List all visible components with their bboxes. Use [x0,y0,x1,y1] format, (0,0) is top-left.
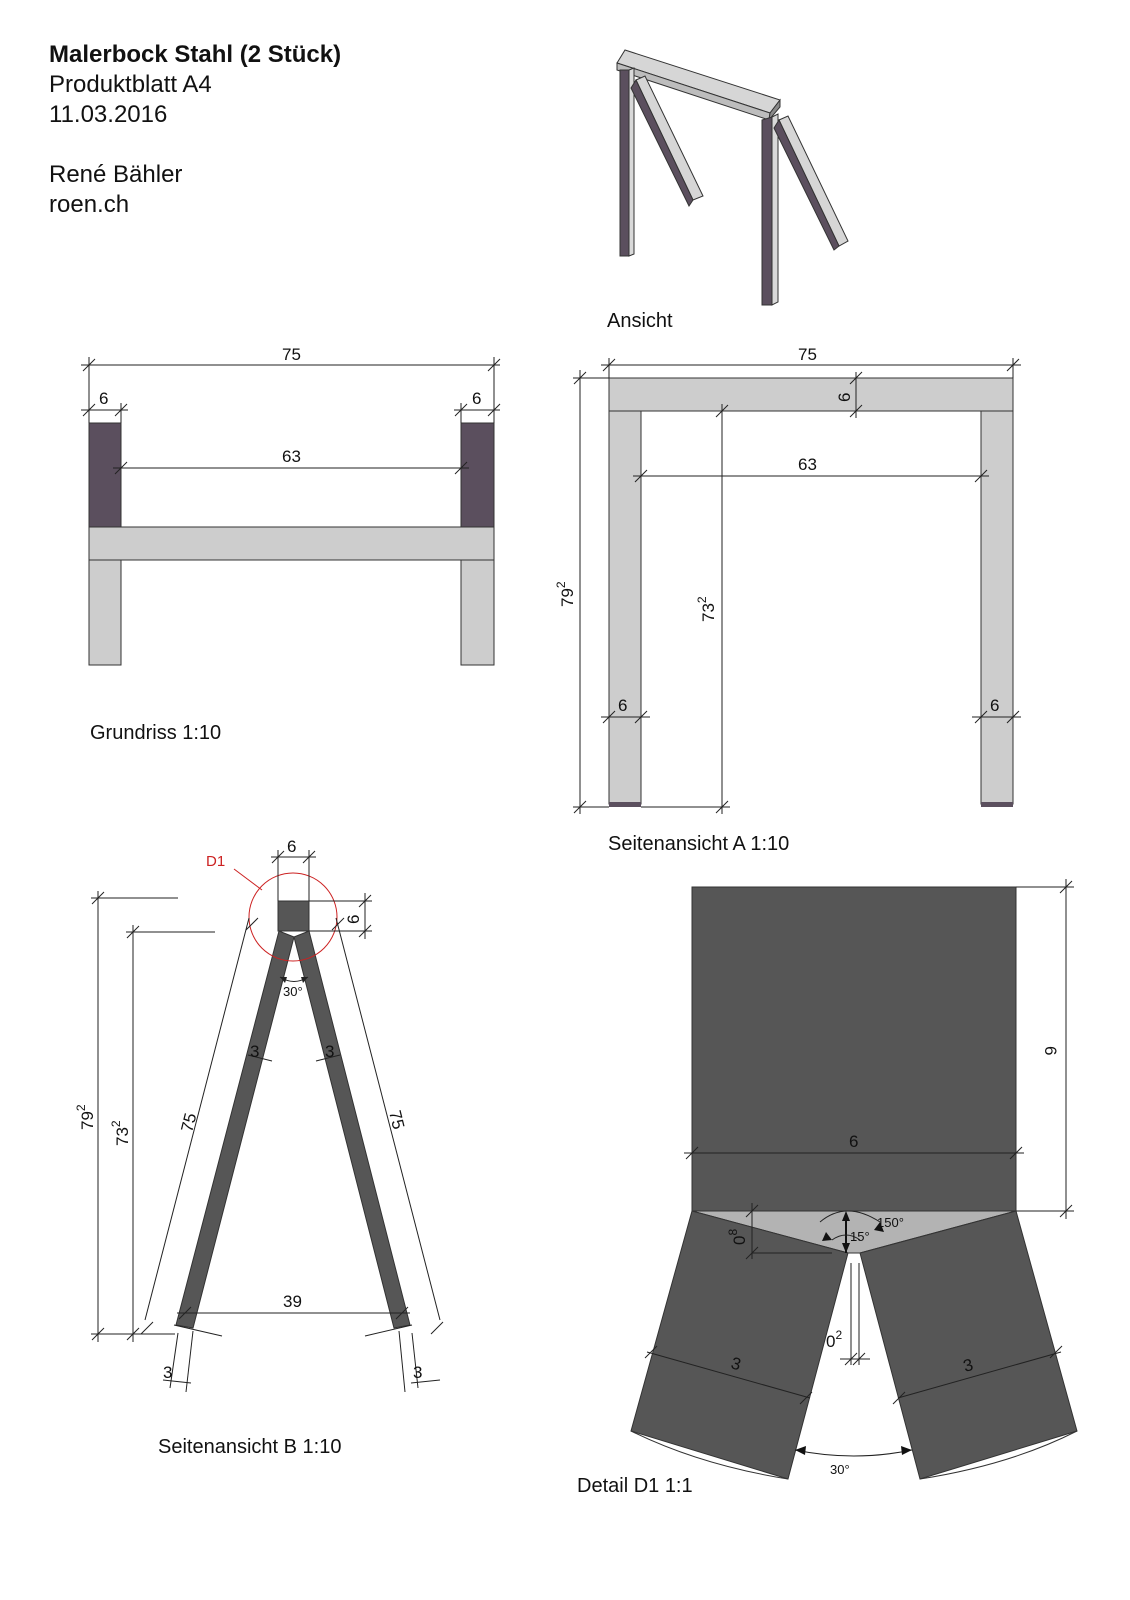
side-b-dim-foot-right: 3 [413,1363,422,1382]
side-b-dim-foot-left: 3 [163,1363,172,1382]
side-b-dim-angle: 30° [283,984,303,999]
side-b-dim-height-total-sup: 2 [74,1104,88,1111]
side-a-caption: Seitenansicht A 1:10 [608,833,789,855]
side-b-dim-height-total-value: 79 [78,1111,97,1130]
detail-d1-leader [233,868,263,891]
detail-dim-angle-half: 15° [850,1229,870,1244]
detail-d1-view [630,879,1078,1480]
iso-post-left-front [619,69,630,257]
side-b-dim-height-total: 792 [74,1104,97,1130]
detail-dim-gap-h: 02 [826,1328,842,1351]
side-a-dim-height-inner-sup: 2 [695,596,709,603]
side-b-caption: Seitenansicht B 1:10 [158,1436,341,1458]
side-a-leg-left [608,410,642,805]
sheet-date: 11.03.2016 [49,101,168,128]
detail-dim-gap-v-sup: 8 [726,1229,740,1236]
detail-dim-gap-v-value: 0 [730,1236,749,1245]
detail-dim-width: 6 [849,1132,858,1151]
isometric-view [616,49,849,306]
side-a-dim-height-total: 792 [554,581,577,607]
detail-leg-right [859,1210,1078,1480]
grundriss-dim-inner: 63 [282,447,301,466]
iso-post-right-front [761,116,773,306]
side-b-dim-height-inner-value: 73 [113,1127,132,1146]
side-a-dim-height-total-sup: 2 [554,581,568,588]
side-a-dim-inner: 63 [798,455,817,474]
ansicht-caption: Ansicht [607,310,673,332]
author-name: René Bähler [49,161,183,188]
side-b-dim-base: 39 [283,1292,302,1311]
side-a-dim-height-inner: 732 [695,596,718,622]
detail-dim-angle-out: 150° [877,1215,904,1230]
detail-d1-label: D1 [206,853,225,870]
seitenansicht-b-view [91,850,444,1393]
detail-top-block [691,886,1017,1212]
detail-leg-left [630,1210,849,1480]
seitenansicht-a-view [573,358,1021,814]
side-b-dim-leg-length-right: 75 [385,1108,408,1131]
side-b-top-block [277,900,310,932]
grundriss-post-right [460,422,495,528]
side-a-dim-leg-left: 6 [618,696,627,715]
side-a-leg-right [980,410,1014,805]
side-a-dim-total: 75 [798,345,817,364]
side-b-dim-leg-length-left: 75 [177,1111,200,1134]
iso-post-right-side [771,113,779,306]
side-b-dim-height-inner: 732 [109,1120,132,1146]
iso-post-left-side [628,67,635,257]
side-a-foot-right [981,802,1013,807]
iso-leg-right-light [778,115,849,247]
grundriss-view [81,357,501,666]
detail-d1-circle [248,872,338,962]
grundriss-crossbar [88,526,495,561]
iso-leg-left-dark [630,78,694,207]
detail-dim-height: 6 [1041,1046,1060,1055]
sheet-subtitle: Produktblatt A4 [49,71,212,98]
detail-dim-gap-v: 08 [726,1229,749,1245]
side-a-top-bar [608,377,1014,412]
side-b-dim-height-inner-sup: 2 [109,1120,123,1127]
detail-dim-angle-open: 30° [830,1462,850,1477]
side-b-dim-top-height: 6 [344,915,363,924]
grundriss-caption: Grundriss 1:10 [90,722,221,744]
author-website: roen.ch [49,191,130,218]
grundriss-dim-total: 75 [282,345,301,364]
side-a-dim-bar: 6 [835,393,854,402]
sheet-title: Malerbock Stahl (2 Stück) [49,41,342,68]
side-b-dim-top: 6 [287,837,296,856]
side-b-dim-leg-width-left: 3 [250,1042,259,1061]
side-a-dim-leg-right: 6 [990,696,999,715]
grundriss-dim-post-left: 6 [99,389,108,408]
iso-leg-right-dark [773,118,840,251]
side-a-foot-left [609,802,641,807]
side-a-dim-height-inner-value: 73 [699,603,718,622]
side-b-dim-leg-width-right: 3 [325,1042,334,1061]
detail-caption: Detail D1 1:1 [577,1475,693,1497]
detail-dim-gap-h-sup: 2 [835,1328,842,1342]
detail-dim-gap-h-value: 0 [826,1332,835,1351]
grundriss-dim-post-right: 6 [472,389,481,408]
side-a-dim-height-total-value: 79 [558,588,577,607]
grundriss-post-left [88,422,122,528]
